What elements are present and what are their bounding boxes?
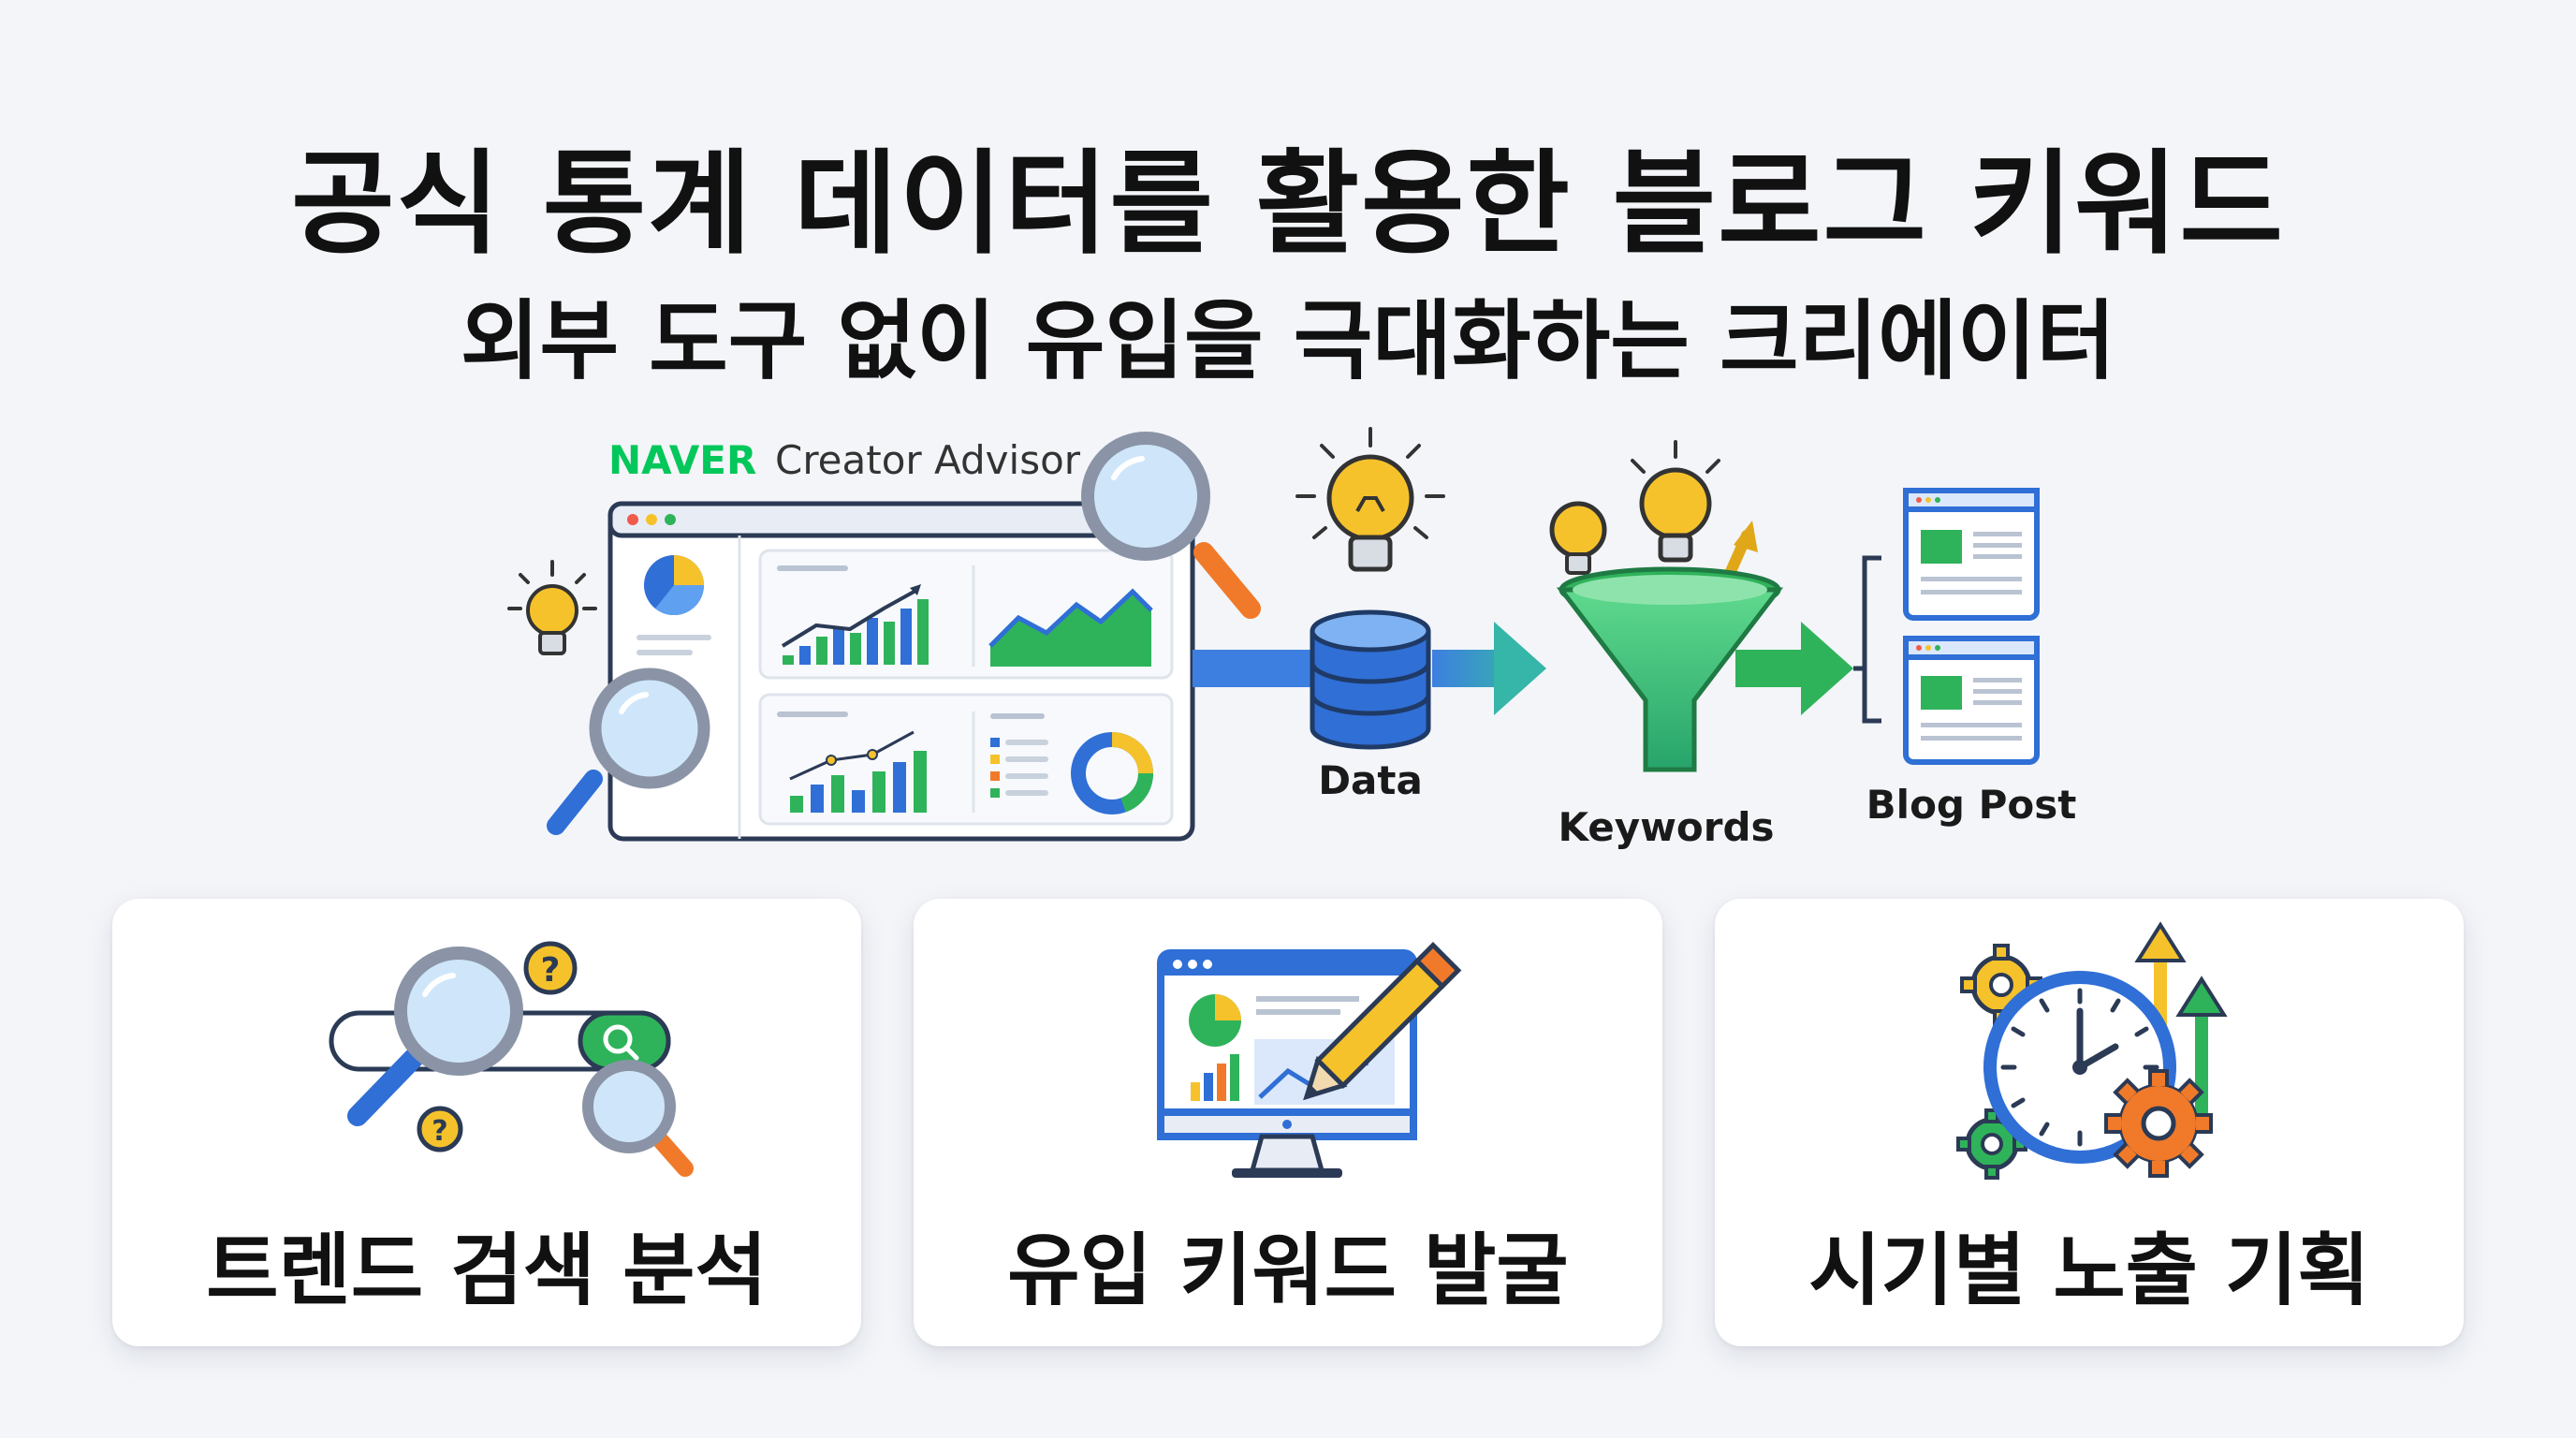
svg-text:?: ? [541,951,561,990]
step-label-data: Data [1318,757,1423,803]
analytics-dashboard [607,501,1195,842]
feature-card-seasonal-planning: 시기별 노출 기획 [1715,899,2464,1346]
funnel-icon [1556,566,1784,772]
flow-arrow [1193,622,1546,715]
magnifier-icon [1081,432,1261,619]
magnifier-search-icon: ? ? [329,941,694,1177]
blog-post-document-icon [1903,636,2040,765]
card-label: 유입 키워드 발굴 [1007,1225,1569,1316]
card-label: 트렌드 검색 분석 [206,1225,768,1316]
flow-arrow [1735,555,1881,724]
svg-text:?: ? [432,1115,447,1148]
feature-card-trend-analysis: ? ? 트렌드 검색 분석 [112,899,861,1346]
clock-gears-arrows-icon [1956,921,2228,1180]
creator-advisor-label: Creator Advisor [775,437,1081,483]
lightbulb-icon [1549,440,1758,605]
monitor-chart-pencil-icon [1157,942,1462,1178]
naver-brand: NAVER [608,437,756,483]
card-label: 시기별 노출 기획 [1808,1225,2370,1316]
step-label-keywords: Keywords [1558,804,1774,850]
database-icon [1310,609,1431,750]
feature-card-keyword-discovery: 유입 키워드 발굴 [914,899,1662,1346]
page-title: 공식 통계 데이터를 활용한 블로그 키워드 [291,139,2285,270]
lightbulb-icon [507,560,597,655]
magnifier-icon [547,668,710,835]
step-label-blog-post: Blog Post [1866,782,2077,828]
workflow-illustration: NAVER Creator Advisor [507,427,2077,850]
page-subtitle: 외부 도구 없이 유입을 극대화하는 크리에이터 [460,291,2116,391]
lightbulb-icon [1295,427,1445,572]
blog-post-document-icon [1903,488,2040,621]
